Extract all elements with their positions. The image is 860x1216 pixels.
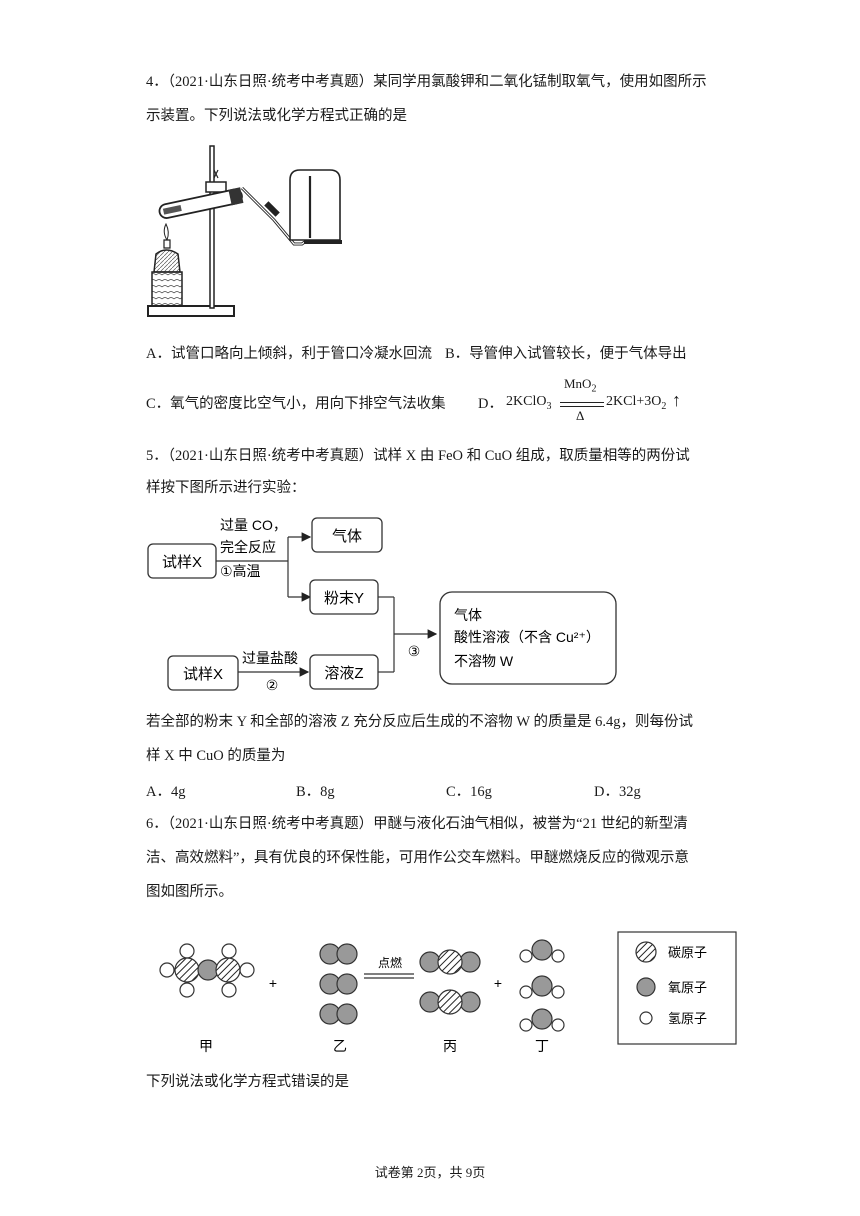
eq-gas-arrow: ↑ <box>672 390 681 410</box>
q4-option-b[interactable]: B．导管伸入试管较长，便于气体导出 <box>445 346 687 362</box>
q5-stem-line3: 若全部的粉末 Y 和全部的溶液 Z 充分反应后生成的不溶物 W 的质量是 6.4… <box>146 714 693 730</box>
label-sample-x-1: 试样X <box>162 554 202 571</box>
jar-stand <box>304 240 342 244</box>
q5-option-c[interactable]: C．16g <box>446 784 492 800</box>
q6-molecular-diagram: + 点燃 + 甲 乙 丙 丁 碳原子 氧原子 <box>159 931 737 1054</box>
legend-hydrogen-label: 氢原子 <box>668 1011 707 1026</box>
gas-jar <box>289 169 341 241</box>
oxygen-apparatus-figure <box>147 145 342 317</box>
box-result <box>439 591 617 685</box>
plus-sign-2: + <box>494 975 502 991</box>
box-gas <box>311 517 383 553</box>
q4-option-c[interactable]: C．氧气的密度比空气小，用向下排空气法收集 <box>146 396 446 412</box>
legend-carbon-icon <box>635 941 657 963</box>
label-powder-y: 粉末Y <box>324 590 364 607</box>
q6-stem-line2: 洁、高效燃料”，具有优良的环保性能，可用作公交车燃料。甲醚燃烧反应的微观示意 <box>146 850 689 866</box>
q6-stem-line1: 6．（2021·山东日照·统考中考真题）甲醚与液化石油气相似，被誉为“21 世纪… <box>146 816 688 832</box>
q5-stem-line1: 5．（2021·山东日照·统考中考真题）试样 X 由 FeO 和 CuO 组成，… <box>146 448 690 464</box>
q4-stem-line1: 4．（2021·山东日照·统考中考真题）某同学用氯酸钾和二氧化锰制取氧气，使用如… <box>146 74 707 90</box>
eq-products: 2KCl+3O2 <box>606 394 667 412</box>
q5-option-b[interactable]: B．8g <box>296 784 335 800</box>
q5-flow-diagram: 试样X 过量 CO， 完全反应 ①高温 气体 粉末Y 试样X 过量盐酸 ② 溶液… <box>147 517 617 693</box>
label-ding: 丁 <box>535 1038 549 1054</box>
result-insoluble-w: 不溶物 W <box>454 653 514 669</box>
clamp <box>205 181 227 193</box>
label-yi: 乙 <box>333 1038 347 1054</box>
cond-co-excess: 过量 CO， <box>220 517 287 533</box>
legend-carbon-label: 碳原子 <box>668 945 707 960</box>
eq-heat-condition: Δ <box>576 408 585 423</box>
molecule-bing <box>419 949 481 1015</box>
label-step-2: ② <box>266 677 279 693</box>
label-gas: 气体 <box>332 528 362 545</box>
wooden-block <box>151 271 183 307</box>
molecule-ding <box>519 939 565 1032</box>
eq-catalyst: MnO2 <box>564 376 597 395</box>
stand-rod <box>209 145 215 309</box>
reaction-condition: 点燃 <box>378 955 402 970</box>
page-footer: 试卷第 2页，共 9页 <box>374 1165 486 1180</box>
cond-hcl-excess: 过量盐酸 <box>242 650 298 666</box>
cond-high-temp: ①高温 <box>220 563 261 579</box>
q4-option-d-equation: 2KClO3 MnO2 Δ 2KCl+3O2 ↑ <box>506 376 686 428</box>
molecule-yi <box>319 943 358 1025</box>
q6-stem-line3: 图如图所示。 <box>146 884 233 900</box>
result-gas: 气体 <box>454 607 482 623</box>
label-bing: 丙 <box>443 1038 457 1054</box>
eq-reactant: 2KClO3 <box>506 394 552 412</box>
q4-option-a[interactable]: A．试管口略向上倾斜，利于管口冷凝水回流 <box>146 346 432 362</box>
label-jia: 甲 <box>199 1038 213 1054</box>
legend-oxygen-label: 氧原子 <box>668 980 707 995</box>
q5-stem-line4: 样 X 中 CuO 的质量为 <box>146 748 286 764</box>
alcohol-lamp <box>153 249 181 273</box>
q4-stem-line2: 示装置。下列说法或化学方程式正确的是 <box>146 108 407 124</box>
legend-oxygen-icon <box>636 977 656 997</box>
q4-option-d-label[interactable]: D． <box>478 396 503 412</box>
label-step-3: ③ <box>408 643 421 659</box>
q5-option-d[interactable]: D．32g <box>594 784 641 800</box>
label-solution-z: 溶液Z <box>324 665 363 682</box>
result-acid-solution: 酸性溶液（不含 Cu²⁺） <box>454 629 600 645</box>
molecule-jia <box>159 943 255 998</box>
legend-hydrogen-icon <box>639 1011 653 1025</box>
q5-stem-line2: 样按下图所示进行实验： <box>146 480 306 496</box>
q6-stem-line4: 下列说法或化学方程式错误的是 <box>146 1074 349 1090</box>
box-sample-x-2 <box>167 655 239 691</box>
label-sample-x-2: 试样X <box>183 666 223 683</box>
q5-option-a[interactable]: A．4g <box>146 784 186 800</box>
stand-base <box>147 305 235 317</box>
plus-sign-1: + <box>269 975 277 991</box>
cond-complete-reaction: 完全反应 <box>220 539 276 555</box>
